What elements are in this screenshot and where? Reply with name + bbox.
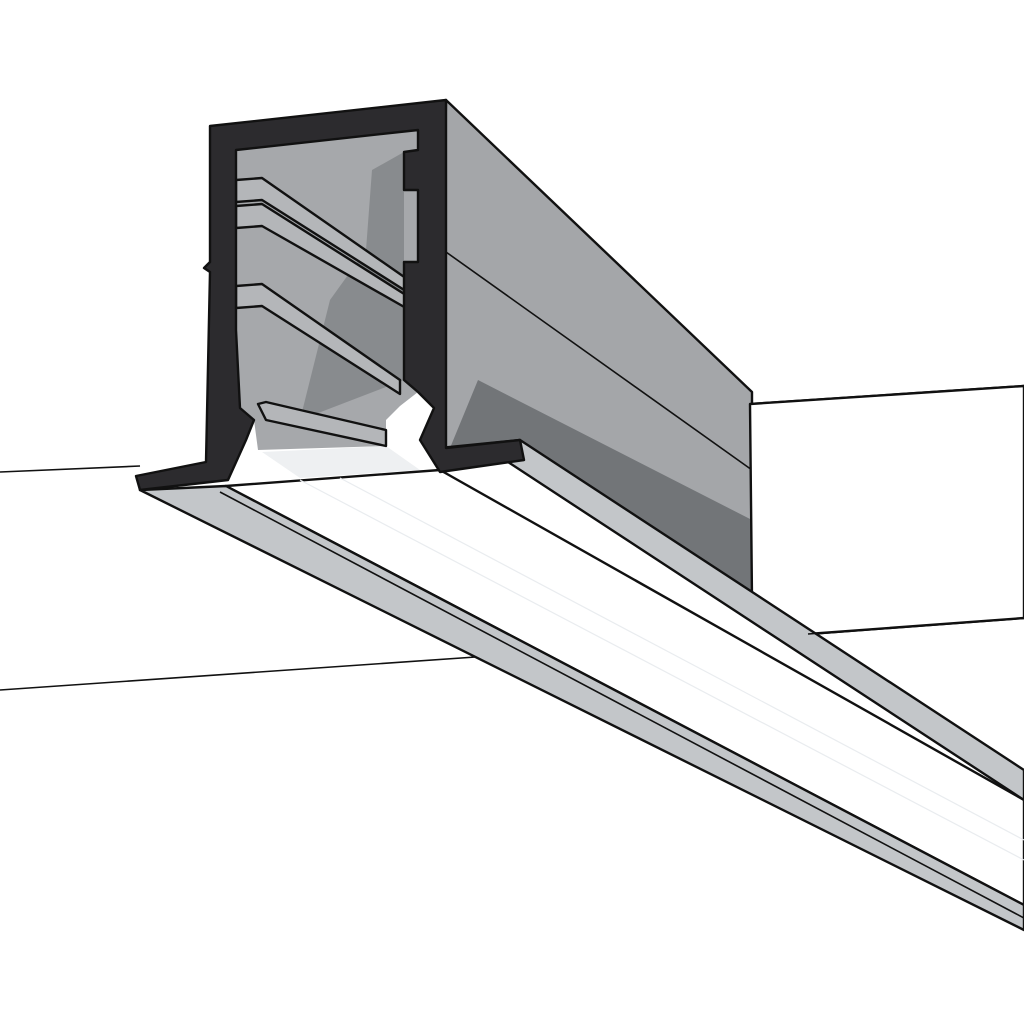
cooling-fins (234, 176, 422, 448)
trim-flange-left-edge (219, 491, 1024, 919)
diffuser-highlight-line (299, 479, 1024, 861)
fin (256, 400, 388, 448)
ceiling-edge-top-right (749, 385, 1024, 405)
profile-cross-section (134, 98, 526, 492)
trim-flange-right-edge (507, 461, 1024, 801)
ceiling-cutout-block-front (748, 384, 1024, 636)
diffuser-glow (262, 446, 420, 478)
ceiling-edge-bottom-left (0, 655, 491, 691)
trim-flange-left (138, 484, 1024, 932)
diffuser-highlight-line (339, 477, 1024, 841)
profile-side-groove (445, 251, 753, 471)
profile-inner-cavity-shadow (300, 152, 404, 420)
ceiling-edge-bottom-right (807, 617, 1024, 635)
ceiling-edge-top-left (0, 465, 141, 473)
